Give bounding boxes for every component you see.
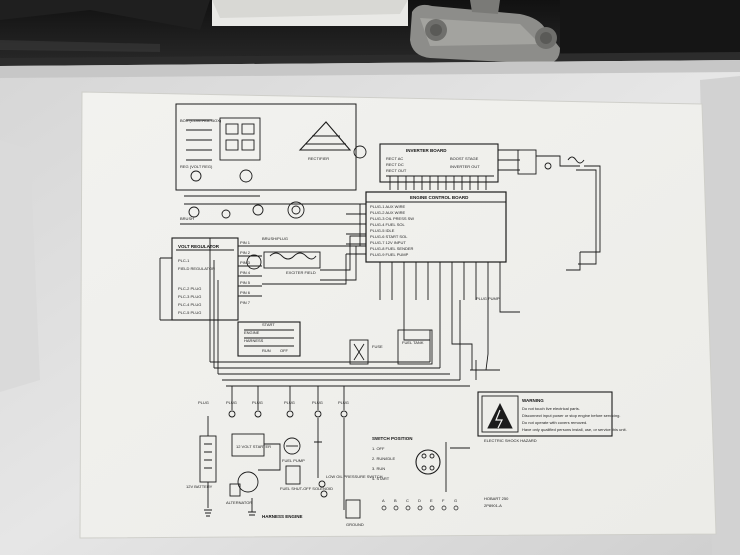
ecb-line-6: PLUG-6 START SOL [370, 234, 408, 239]
inverter-line-3: RECT OUT [386, 168, 407, 173]
regulator-pin-3: PIN 3 [240, 260, 251, 265]
starter-label: 12 VOLT STARTER [236, 444, 271, 449]
rectifier-label: RECTIFIER [308, 156, 329, 161]
ecb-line-8: PLUG-8 FUEL SENDER [370, 246, 414, 251]
regulator-pin-1: PIN 1 [240, 240, 251, 245]
harness-engine-label: HARNESS ENGINE [262, 514, 303, 519]
machine-housing [0, 0, 740, 70]
ecb-title: ENGINE CONTROL BOARD [410, 195, 469, 200]
regulator-line-2: FIELD REGULATOR [178, 266, 215, 271]
regulator-pin-4: PIN 4 [240, 270, 251, 275]
battery-label: 12V BATTERY [186, 484, 213, 489]
switch-legend-3: 3. RUN [372, 466, 385, 471]
terminal-c: C [406, 498, 409, 503]
ecb-line-2: PLUG-2 AUX WIRE [370, 210, 405, 215]
terminal-f: F [442, 498, 445, 503]
regulator-line-6: PLC-5 PLUG [178, 310, 201, 315]
inverter-line-2: RECT DC [386, 162, 404, 167]
block-label-2: REG (VOLT REG) [180, 164, 213, 169]
terminal-a: A [382, 498, 385, 503]
terminal-g: G [454, 498, 457, 503]
warning-bullet-3: Do not operate with covers removed. [522, 420, 587, 425]
block-label-1: BOX (CONTROL BOX) [180, 118, 222, 123]
inverter-title: INVERTER BOARD [406, 148, 447, 153]
switch-start: START [262, 322, 275, 327]
inverter-line-1: RECT AC [386, 156, 403, 161]
shutoff-solenoid-label: FUEL SHUT-OFF SOLENOID [280, 486, 333, 491]
terminal-b: B [394, 498, 397, 503]
ecb-line-3: PLUG-3 OIL PRESS SW [370, 216, 414, 221]
regulator-pin-5: PIN 5 [240, 280, 251, 285]
engine-block-2: HARNESS [244, 338, 264, 343]
plug-label-5: PLUG [338, 400, 349, 405]
block-label-3: BRUSH [180, 216, 194, 221]
regulator-pin-2: PIN 2 [240, 250, 251, 255]
ecb-line-4: PLUG-4 FUEL SOL [370, 222, 406, 227]
switch-legend-2: 2. RUN/IDLE [372, 456, 395, 461]
switch-legend-1: 1. OFF [372, 446, 385, 451]
footer-code: 2P8901-A [484, 503, 502, 508]
terminal-d: D [418, 498, 421, 503]
ecb-line-5: PLUG-5 IDLE [370, 228, 395, 233]
regulator-line-3: PLC-2 PLUG [178, 286, 201, 291]
warning-sub: ELECTRIC SHOCK HAZARD [484, 438, 537, 443]
ecb-line-9: PLUG-9 FUEL PUMP [370, 252, 409, 257]
fuel-tank-label: FUEL TANK [402, 340, 424, 345]
inverter-right-2: INVERTER OUT [450, 164, 480, 169]
plug-label-4: PLUG [312, 400, 323, 405]
switch-run: RUN [262, 348, 271, 353]
diagram-labels: BOX (CONTROL BOX) REG (VOLT REG) BRUSH R… [178, 118, 627, 527]
inverter-right-1: BOOST STAGE [450, 156, 479, 161]
switch-legend-title: SWITCH POSITION [372, 436, 413, 441]
switch-legend-4: 4. START [372, 476, 390, 481]
warning-bullet-4: Have only qualified persons install, use… [522, 427, 627, 432]
plug-label-1: PLUG [226, 400, 237, 405]
regulator-line-4: PLC-3 PLUG [178, 294, 201, 299]
brush-plug-label: BRUSH/PLUG [262, 236, 288, 241]
ground-label: GROUND [346, 522, 364, 527]
warning-bullet-1: Do not touch live electrical parts. [522, 406, 580, 411]
plug-label-6: PLUG [198, 400, 209, 405]
run-plug-label: PLUG PUMP [476, 296, 500, 301]
regulator-pin-6: PIN 6 [240, 290, 251, 295]
ecb-line-1: PLUG-1 AUX WIRE [370, 204, 405, 209]
ecb-line-7: PLUG-7 12V INPUT [370, 240, 406, 245]
wiring-diagram [159, 103, 613, 519]
plug-label-2: PLUG [252, 400, 263, 405]
alternator-label: ALTERNATOR [226, 500, 252, 505]
fuel-pump-label: FUEL PUMP [282, 458, 305, 463]
latch-bracket [410, 0, 560, 64]
low-oil-label: LOW OIL PRESSURE SWITCH [326, 474, 383, 479]
footer-model: HOBART 250 [484, 496, 509, 501]
warning-bullet-2: Disconnect input power or stop engine be… [522, 413, 621, 418]
regulator-title: VOLT REGULATOR [178, 244, 220, 249]
regulator-pin-7: PIN 7 [240, 300, 251, 305]
engine-block-1: ENGINE [244, 330, 260, 335]
terminal-e: E [430, 498, 433, 503]
regulator-line-5: PLC-4 PLUG [178, 302, 201, 307]
plug-label-3: PLUG [284, 400, 295, 405]
wiring-diagram-sheet [79, 91, 717, 539]
warning-title: WARNING [522, 398, 544, 403]
switch-off: OFF [280, 348, 289, 353]
regulator-line-1: PLC-1 [178, 258, 190, 263]
fuse-label: FUSE [372, 344, 383, 349]
exciter-field-label: EXCITER FIELD [286, 270, 316, 275]
